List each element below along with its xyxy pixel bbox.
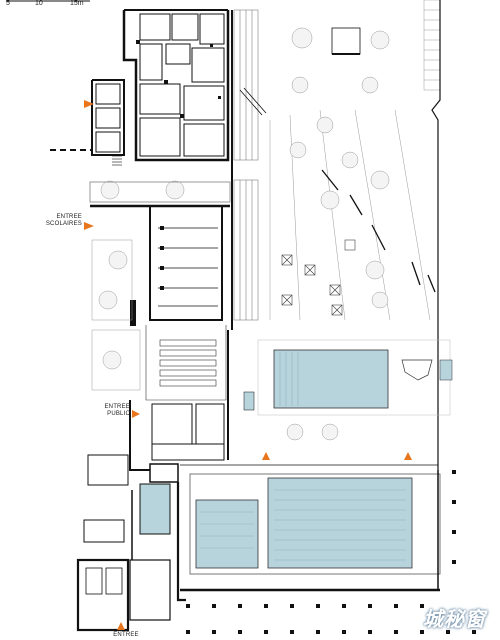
outdoor-pool	[257, 339, 453, 416]
trees	[98, 27, 390, 441]
entree-public-line1: ENTREE	[104, 404, 130, 410]
learner-pool	[195, 499, 259, 569]
column-row	[186, 470, 476, 634]
entree-public-line2: PUBLIC	[107, 411, 130, 417]
scale-label-10: 10	[35, 0, 43, 7]
scale-label-15m: 15m	[70, 0, 84, 7]
small-pool	[139, 483, 171, 535]
indoor-pool-hall	[180, 464, 441, 592]
upper-left-building	[50, 9, 230, 166]
entree-bottom-label: ENTREE	[113, 632, 139, 638]
seating-blocks	[281, 239, 356, 316]
entree-public-label: ENTREE PUBLIC	[88, 404, 130, 418]
central-stair-bands	[233, 9, 259, 321]
main-pool	[267, 477, 413, 569]
lower-left-rooms	[76, 400, 225, 632]
locker-rows	[145, 325, 227, 401]
watermark-logo: 城秘窗	[423, 607, 486, 631]
entrance-arrows	[84, 100, 412, 630]
changing-block	[89, 181, 231, 391]
entree-scolaires-line2: SCOLAIRES	[45, 221, 82, 227]
entree-scolaires-line1: ENTREE	[56, 214, 82, 220]
scale-label-5: 5	[6, 0, 10, 7]
entree-scolaires-label: ENTREE SCOLAIRES	[34, 214, 82, 228]
